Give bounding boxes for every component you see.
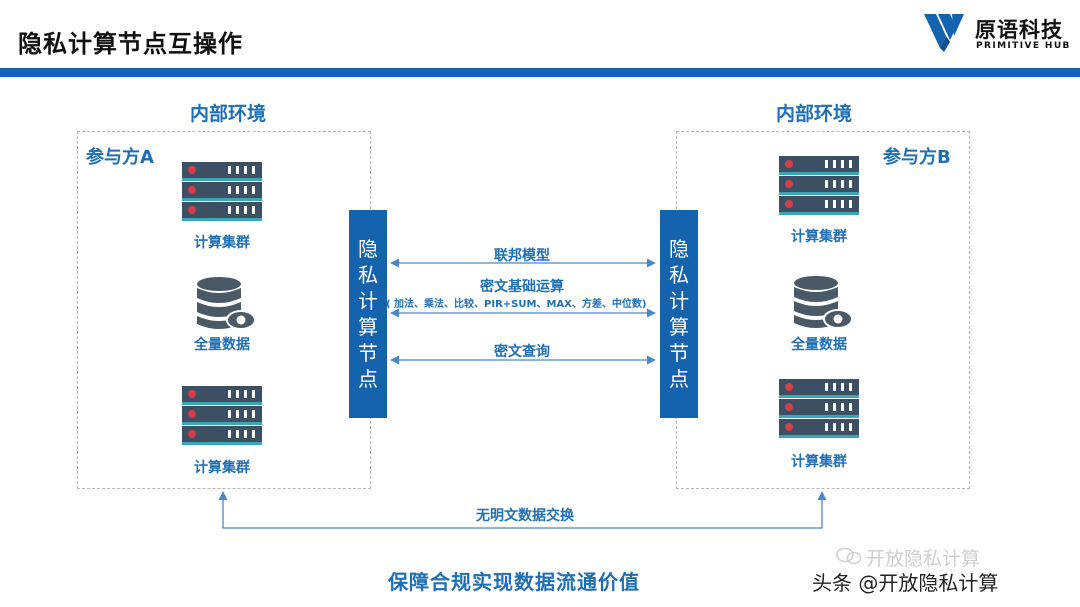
- server-cluster-icon: [779, 156, 859, 215]
- party-b-label: 参与方B: [883, 147, 951, 168]
- node-char: 隐: [669, 237, 689, 261]
- server-cluster-icon: [182, 162, 262, 221]
- logo-text-cn: 原语科技: [975, 18, 1063, 42]
- header-divider-bar: [0, 68, 1080, 77]
- right-cluster-top-caption: 计算集群: [791, 229, 847, 245]
- left-data-caption: 全量数据: [194, 337, 250, 353]
- node-char: 计: [669, 289, 689, 313]
- federated-label: 联邦模型: [494, 248, 550, 264]
- left-privacy-node: 隐 私 计 算 节 点: [349, 210, 387, 418]
- cipher-ops-label: 密文基础运算: [480, 279, 564, 295]
- node-char: 私: [358, 263, 378, 287]
- right-cluster-bottom-caption: 计算集群: [791, 454, 847, 470]
- watermark-faint: 开放隐私计算: [866, 548, 981, 570]
- page-title: 隐私计算节点互操作: [18, 30, 243, 58]
- database-eye-icon: [794, 276, 853, 329]
- slogan: 保障合规实现数据流通价值: [388, 570, 640, 594]
- database-eye-icon: [197, 277, 256, 330]
- server-cluster-icon: [182, 386, 262, 445]
- logo-icon: [924, 14, 964, 52]
- no-plaintext-arrow: [218, 491, 827, 529]
- node-char: 计: [358, 289, 378, 313]
- cipher-ops-detail: ( 加法、乘法、比较、PIR+SUM、MAX、方差、中位数): [386, 299, 647, 310]
- node-char: 节: [669, 341, 689, 365]
- left-env-label: 内部环境: [190, 103, 267, 125]
- node-char: 私: [669, 263, 689, 287]
- no-plaintext-label: 无明文数据交换: [476, 508, 574, 524]
- node-char: 点: [358, 367, 378, 391]
- cipher-query-label: 密文查询: [494, 344, 550, 360]
- node-char: 节: [358, 341, 378, 365]
- left-cluster-top-caption: 计算集群: [194, 235, 250, 251]
- watermark: 头条 @开放隐私计算: [812, 571, 999, 595]
- right-env-label: 内部环境: [776, 103, 853, 125]
- party-a-label: 参与方A: [86, 147, 154, 168]
- left-cluster-bottom-caption: 计算集群: [194, 460, 250, 476]
- node-char: 隐: [358, 237, 378, 261]
- right-privacy-node: 隐 私 计 算 节 点: [660, 210, 698, 418]
- node-char: 点: [669, 367, 689, 391]
- right-data-caption: 全量数据: [791, 337, 847, 353]
- wechat-icon: [836, 547, 862, 565]
- node-char: 算: [358, 315, 378, 339]
- logo-text-en: PRIMITIVE HUB: [976, 41, 1071, 51]
- server-cluster-icon: [779, 379, 859, 438]
- node-char: 算: [669, 315, 689, 339]
